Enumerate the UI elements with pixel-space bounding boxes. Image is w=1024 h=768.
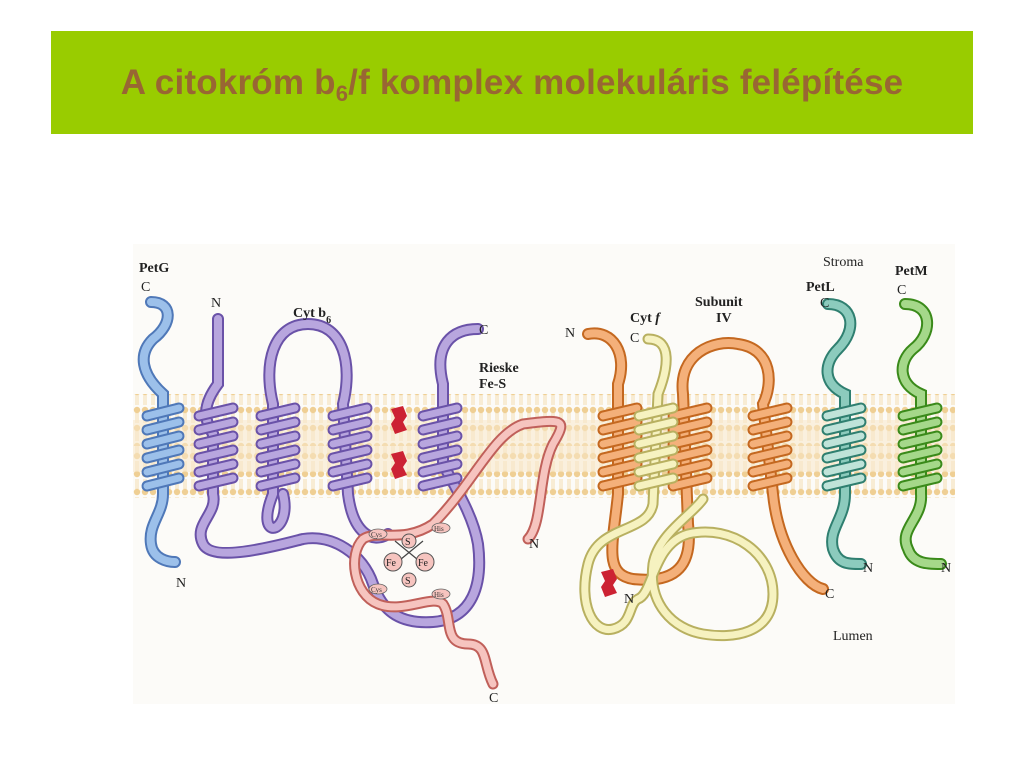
fe-label-right: Fe (418, 558, 429, 569)
cytb6-label-main: Cyt b (293, 306, 326, 321)
stroma-label: Stroma (823, 255, 864, 270)
cytf-label-main: Cyt (630, 311, 655, 326)
his-label-bottom: His (434, 591, 444, 599)
petg-protein (137, 296, 185, 568)
s-label-bottom: S (405, 576, 411, 587)
subunit-iv-label-1: Subunit (695, 295, 743, 310)
fe-atom-left (383, 552, 403, 572)
lumen-label: Lumen (833, 629, 873, 644)
heme-f (601, 569, 617, 597)
his-residue-bottom (431, 588, 451, 600)
petl-label: PetL (806, 280, 835, 295)
cys-residue-bottom (368, 583, 388, 595)
rieske-c-terminus: C (489, 691, 498, 704)
fe-atom-right (415, 552, 435, 572)
cytochrome-b6f-diagram: Fe Fe S S Cys His Cys His (133, 244, 955, 704)
rieske-label-1: Rieske (479, 361, 519, 376)
subunit-iv-n-terminus: N (565, 326, 575, 341)
cytf-label-italic: f (655, 311, 661, 326)
fe-s-cluster: Fe Fe S S Cys His Cys His (368, 522, 451, 600)
rieske-n-terminus: N (529, 537, 539, 552)
cys-label-top: Cys (371, 531, 382, 539)
cys-residue-top (368, 528, 388, 540)
subunit-iv-c-terminus: C (825, 587, 834, 602)
petg-label: PetG (139, 261, 169, 276)
cytf-c-terminus: C (630, 331, 639, 346)
petl-n-terminus: N (863, 561, 873, 576)
subunit-iv-label-2: IV (716, 311, 732, 326)
petm-protein (896, 298, 947, 570)
cytf-protein (579, 333, 779, 642)
title-rest: /f komplex molekuláris felépítése (348, 62, 904, 102)
his-label-top: His (434, 525, 444, 533)
petm-label: PetM (895, 264, 928, 279)
s-atom-bottom (401, 572, 417, 588)
cys-label-bottom: Cys (371, 586, 382, 594)
s-atom-top (401, 533, 417, 549)
petl-protein (821, 298, 867, 570)
title-subscript: 6 (335, 80, 349, 106)
subunit-iv-protein (582, 327, 829, 595)
petm-n-terminus: N (941, 561, 951, 576)
rieske-label-2: Fe-S (479, 377, 506, 392)
petl-c-terminus: C (820, 296, 829, 311)
s-label-top: S (405, 537, 411, 548)
heme-b-membrane (391, 406, 407, 479)
cytf-label: Cyt f (630, 311, 661, 326)
his-residue-top (431, 522, 451, 534)
cytb6-protein (193, 313, 486, 629)
cytb6-label: Cyt b6 (293, 306, 331, 326)
cytb6-label-sub: 6 (326, 315, 331, 326)
cytf-n-terminus: N (624, 592, 634, 607)
title-main: A citokróm b (120, 62, 336, 102)
petm-c-terminus: C (897, 283, 906, 298)
title-bar: A citokróm b6/f komplex molekuláris felé… (51, 31, 973, 134)
cytb6-c-terminus: C (479, 323, 488, 338)
fe-label-left: Fe (386, 558, 397, 569)
petg-c-terminus: C (141, 280, 150, 295)
slide-title: A citokróm b6/f komplex molekuláris felé… (120, 62, 904, 106)
cytb6-n-terminus: N (211, 296, 221, 311)
diagram-svg: Fe Fe S S Cys His Cys His (133, 244, 955, 704)
petg-n-terminus: N (176, 576, 186, 591)
